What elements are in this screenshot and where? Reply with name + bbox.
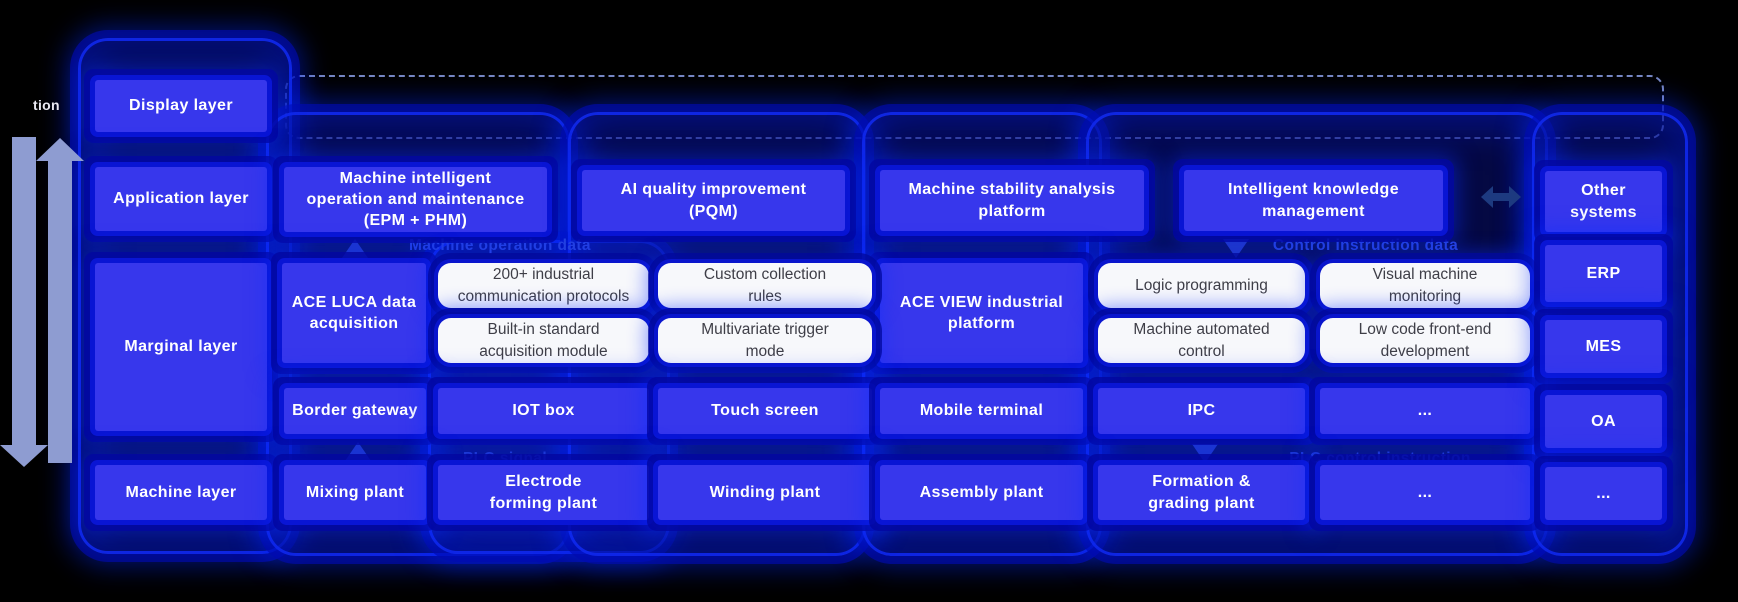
box-mobile-terminal: Mobile terminal xyxy=(880,388,1083,434)
box-mixing-plant: Mixing plant xyxy=(284,465,426,520)
box-assembly-plant: Assembly plant xyxy=(880,465,1083,520)
data-up-arrow-head-icon xyxy=(36,138,84,161)
box-knowledge-mgmt: Intelligent knowledge management xyxy=(1184,170,1443,231)
box-touch-screen: Touch screen xyxy=(658,388,872,434)
box-epm-phm: Machine intelligent operation and mainte… xyxy=(284,167,547,232)
label-plc-signal: PLC signal xyxy=(462,450,548,467)
box-border-gateway: Border gateway xyxy=(284,388,426,434)
box-ace-luca: ACE LUCA data acquisition xyxy=(282,263,426,363)
left-annotation-fragment: tion xyxy=(33,97,60,113)
box-electrode-plant: Electrode forming plant xyxy=(438,465,649,520)
up-arrow-icon-plc-signal xyxy=(345,442,371,461)
layer-marginal: Marginal layer xyxy=(95,263,267,431)
layer-machine: Machine layer xyxy=(95,465,267,520)
box-oa: OA xyxy=(1545,395,1662,448)
box-external-more: ... xyxy=(1545,467,1662,520)
box-plants-more: ... xyxy=(1320,465,1530,520)
box-erp: ERP xyxy=(1545,245,1662,302)
up-arrow-icon-machine-operation-data xyxy=(342,239,368,258)
box-builtin-module: Built-in standard acquisition module xyxy=(438,318,649,363)
box-trigger-mode: Multivariate trigger mode xyxy=(658,318,872,363)
box-low-code: Low code front-end development xyxy=(1320,318,1530,363)
down-arrow-icon-plc-control xyxy=(1192,444,1218,463)
data-down-arrow-head-icon xyxy=(0,445,48,467)
box-ace-view: ACE VIEW industrial platform xyxy=(880,263,1083,363)
box-winding-plant: Winding plant xyxy=(658,465,872,520)
bidirectional-arrow-icon xyxy=(1481,186,1521,208)
label-plc-control-instruction: PLC control instruction xyxy=(1289,450,1471,467)
layer-display: Display layer xyxy=(95,80,267,132)
label-machine-operation-data: Machine operation data xyxy=(409,237,591,254)
box-automated-control: Machine automated control xyxy=(1098,318,1305,363)
box-formation-plant: Formation & grading plant xyxy=(1098,465,1305,520)
label-control-instruction-data: Control instruction data xyxy=(1272,237,1459,254)
box-other-systems: Other systems xyxy=(1545,171,1662,232)
box-stability-platform: Machine stability analysis platform xyxy=(880,170,1144,231)
down-arrow-icon-control-instruction-data xyxy=(1223,239,1249,258)
box-custom-rules: Custom collection rules xyxy=(658,263,872,308)
data-down-arrow-shaft xyxy=(12,137,36,445)
data-up-arrow-shaft xyxy=(48,161,72,463)
layer-application: Application layer xyxy=(95,167,267,231)
box-ipc: IPC xyxy=(1098,388,1305,434)
box-mes: MES xyxy=(1545,320,1662,373)
box-protocols: 200+ industrial communication protocols xyxy=(438,263,649,308)
box-iot-box: IOT box xyxy=(438,388,649,434)
box-ai-quality-pqm: AI quality improvement (PQM) xyxy=(582,170,845,231)
box-visual-monitoring: Visual machine monitoring xyxy=(1320,263,1530,308)
box-hardware-more: ... xyxy=(1320,388,1530,434)
box-logic-programming: Logic programming xyxy=(1098,263,1305,308)
